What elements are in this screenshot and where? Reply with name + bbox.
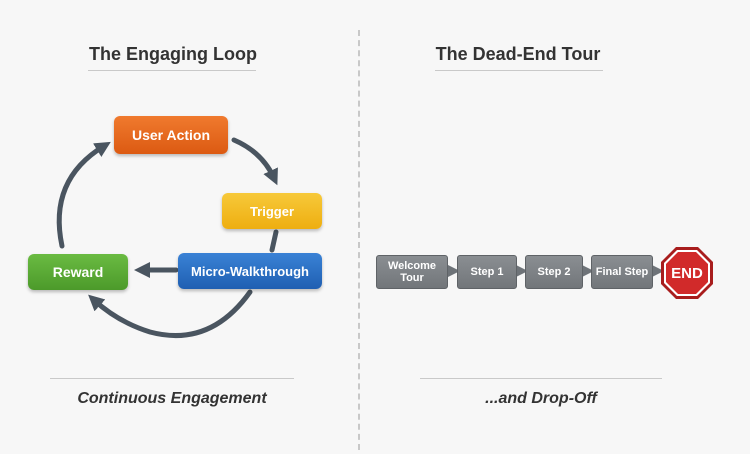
arrow-bottom-curve bbox=[88, 289, 253, 338]
node-trigger: Trigger bbox=[222, 193, 322, 229]
arrow-trigger-to-micro bbox=[269, 229, 279, 253]
arrow-reward-to-useraction bbox=[56, 141, 111, 249]
engaging-loop-title: The Engaging Loop bbox=[89, 44, 257, 64]
node-micro-walkthrough: Micro-Walkthrough bbox=[178, 253, 322, 289]
step-welcome-tour: Welcome Tour bbox=[376, 255, 448, 289]
dead-end-footer: ...and Drop-Off bbox=[485, 390, 597, 407]
end-stop-sign: END bbox=[660, 246, 714, 300]
engaging-loop-title-rule bbox=[88, 70, 256, 71]
step-2: Step 2 bbox=[525, 255, 583, 289]
stop-sign-icon bbox=[661, 247, 713, 299]
node-reward: Reward bbox=[28, 254, 128, 290]
step-1: Step 1 bbox=[457, 255, 517, 289]
arrow-useraction-to-trigger bbox=[231, 137, 278, 186]
panel-divider bbox=[358, 30, 360, 450]
end-label: END bbox=[671, 264, 703, 282]
dead-end-tour-title-rule bbox=[435, 70, 603, 71]
node-user-action: User Action bbox=[114, 116, 228, 154]
engaging-loop-footer-rule bbox=[50, 378, 294, 379]
dead-end-tour-title: The Dead-End Tour bbox=[435, 44, 601, 64]
step-final: Final Step bbox=[591, 255, 653, 289]
dead-end-footer-rule bbox=[420, 378, 662, 379]
engaging-loop-footer: Continuous Engagement bbox=[77, 390, 267, 407]
